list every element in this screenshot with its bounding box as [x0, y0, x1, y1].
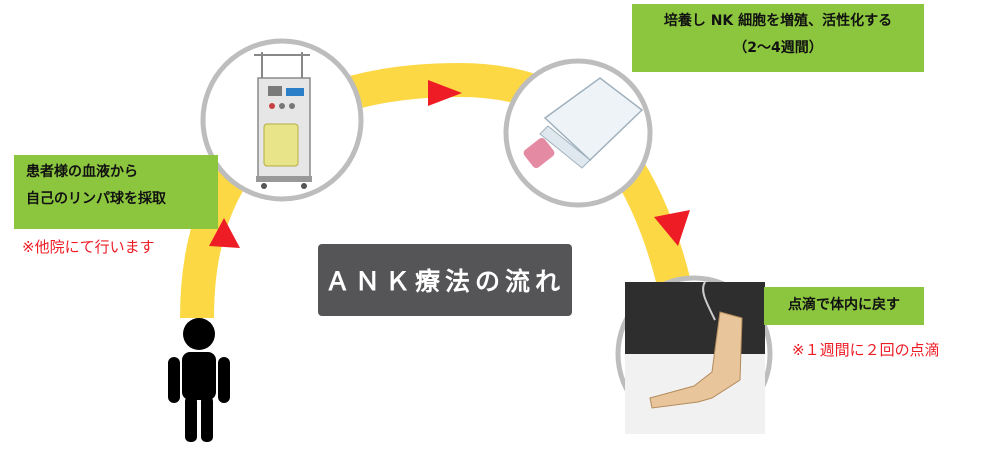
apheresis-machine-icon	[200, 38, 364, 202]
culture-flask-icon	[503, 58, 653, 208]
step3-text-line1: 点滴で体内に戻す	[788, 297, 900, 313]
step3-callout: 点滴で体内に戻す	[764, 287, 924, 325]
step1-note: ※他院にて行います	[22, 238, 155, 256]
flow-arrow-1-icon	[209, 218, 240, 248]
step1-text-line1: 患者様の血液から	[26, 164, 138, 180]
step2-callout: 培養し NK 細胞を増殖、活性化する （2～4週間）	[632, 4, 924, 72]
flow-arrow-3-icon	[654, 210, 690, 246]
step2-text-line1: 培養し NK 細胞を増殖、活性化する	[663, 13, 893, 29]
iv-infusion-arm-icon	[615, 275, 773, 434]
step1-callout: 患者様の血液から 自己のリンパ球を採取	[14, 155, 218, 229]
step3-note: ※１週間に２回の点滴	[792, 341, 940, 359]
step2-text-line2: （2～4週間）	[733, 40, 823, 56]
person-silhouette-icon	[168, 318, 230, 442]
diagram-title: ＡＮＫ療法の流れ	[318, 244, 572, 316]
flow-arrow-2-icon	[428, 80, 462, 106]
step1-text-line2: 自己のリンパ球を採取	[26, 191, 166, 207]
